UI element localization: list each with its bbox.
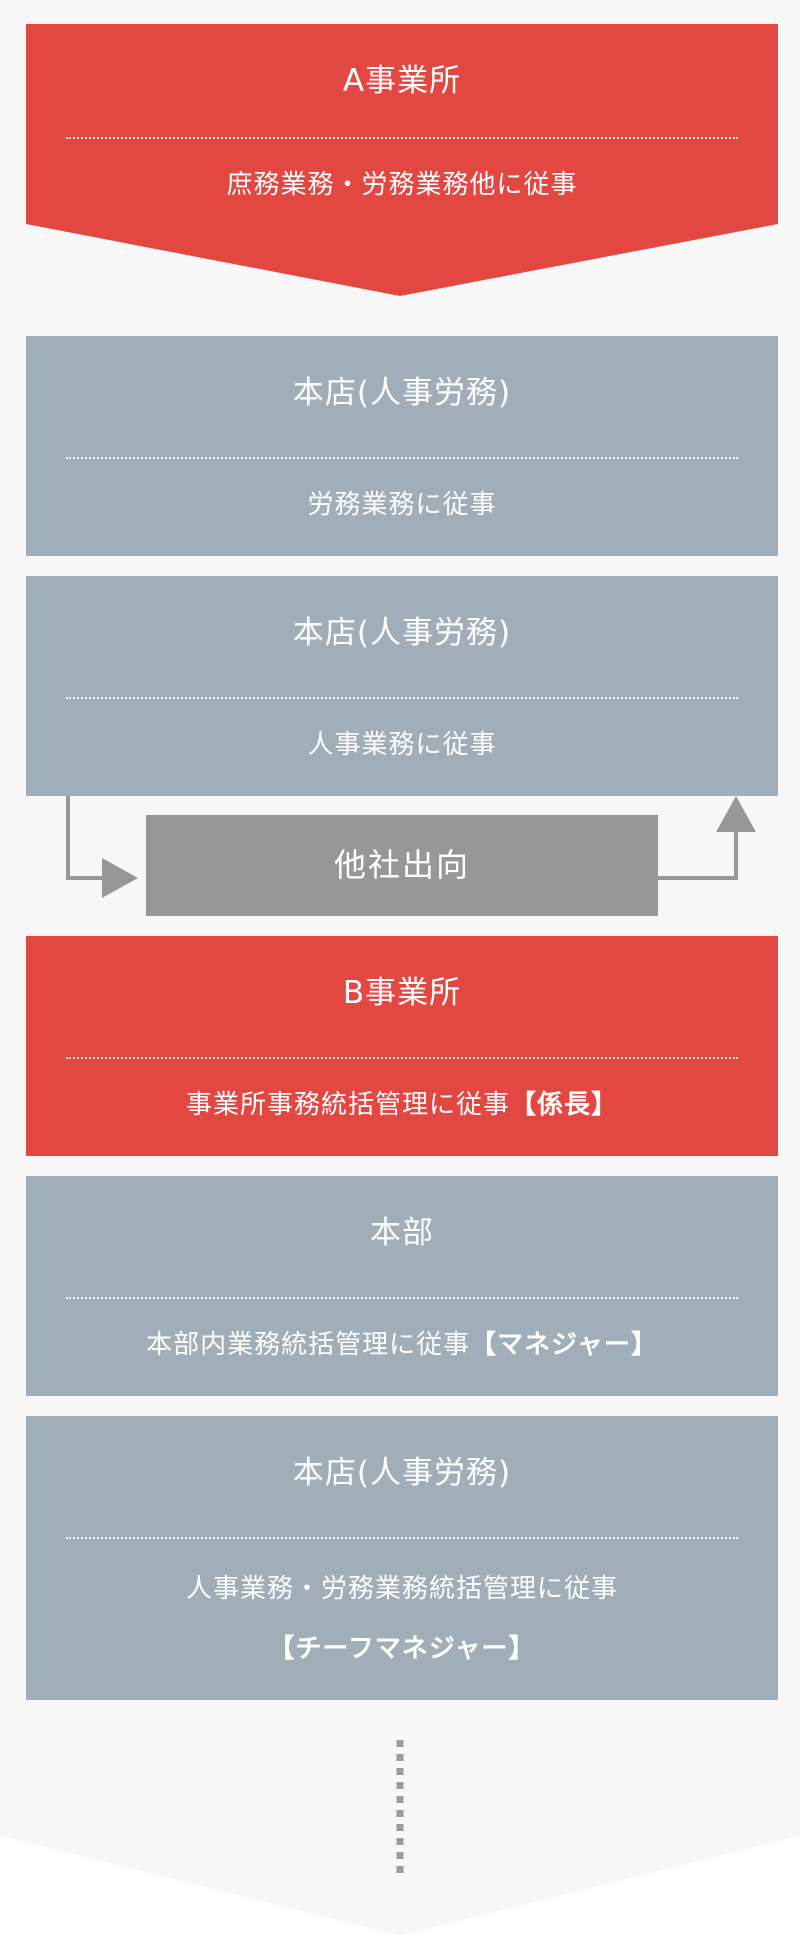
detour-box: 他社出向 <box>146 815 658 916</box>
step-6-desc-text: 人事業務・労務業務統括管理に従事 <box>185 1574 618 1604</box>
step-4-divider <box>66 1057 738 1059</box>
step-1-description: 庶務業務・労務業務他に従事 <box>26 168 778 202</box>
step-1-card: A事業所 庶務業務・労務業務他に従事 <box>26 24 778 254</box>
step-1-divider <box>66 137 738 139</box>
step-2-desc-text: 労務業務に従事 <box>307 490 497 520</box>
step-4-card: B事業所 事業所事務統括管理に従事【係長】 <box>26 936 778 1156</box>
step-1-arrow-shape <box>26 24 778 296</box>
step-3-divider <box>66 697 738 699</box>
step-2-card: 本店(人事労務) 労務業務に従事 <box>26 336 778 556</box>
step-2-divider <box>66 457 738 459</box>
step-3-description: 人事業務に従事 <box>26 728 778 762</box>
step-5-divider <box>66 1297 738 1299</box>
step-6-title: 本店(人事労務) <box>292 1455 512 1491</box>
step-4-title: B事業所 <box>342 975 462 1011</box>
detour-return-line <box>658 830 738 880</box>
step-3-card: 本店(人事労務) 人事業務に従事 <box>26 576 778 796</box>
step-2-description: 労務業務に従事 <box>26 488 778 522</box>
step-5-role: 【マネジャー】 <box>470 1330 658 1360</box>
detour-out-line <box>66 796 104 880</box>
step-5-desc-text: 本部内業務統括管理に従事 <box>146 1330 471 1360</box>
step-6-role: 【チーフマネジャー】 <box>268 1634 536 1664</box>
step-6-divider <box>66 1537 738 1539</box>
detour-return-arrowhead <box>716 796 756 832</box>
detour-out-arrowhead <box>102 858 138 898</box>
step-3-title: 本店(人事労務) <box>292 615 512 651</box>
step-4-description: 事業所事務統括管理に従事【係長】 <box>26 1088 778 1122</box>
step-5-description: 本部内業務統括管理に従事【マネジャー】 <box>26 1328 778 1362</box>
step-4-role: 【係長】 <box>510 1090 619 1120</box>
step-2-title: 本店(人事労務) <box>292 375 512 411</box>
step-3-desc-text: 人事業務に従事 <box>307 730 497 760</box>
step-6-description: 人事業務・労務業務統括管理に従事 【チーフマネジャー】 <box>26 1559 778 1679</box>
step-6-card: 本店(人事労務) 人事業務・労務業務統括管理に従事 【チーフマネジャー】 <box>26 1416 778 1700</box>
step-4-desc-text: 事業所事務統括管理に従事 <box>185 1090 510 1120</box>
step-1-title: A事業所 <box>342 63 462 99</box>
step-5-title: 本部 <box>370 1215 434 1251</box>
step-5-card: 本部 本部内業務統括管理に従事【マネジャー】 <box>26 1176 778 1396</box>
step-1-desc-text: 庶務業務・労務業務他に従事 <box>226 170 578 200</box>
